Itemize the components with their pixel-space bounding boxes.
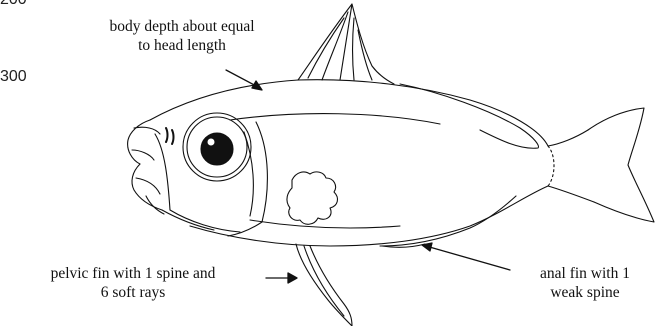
pelvic-fin: [296, 244, 352, 326]
pectoral-fin: [287, 172, 338, 224]
fish-eye: [183, 113, 251, 181]
arrow-anal-fin-head: [422, 243, 432, 251]
dorsal-fin: [298, 4, 394, 84]
fish-head: [128, 120, 268, 236]
arrows: [226, 70, 510, 283]
caudal-fin: [548, 108, 654, 222]
arrow-pelvic-fin-head: [288, 273, 297, 283]
arrow-body-depth-head: [252, 81, 262, 90]
arrow-anal-fin: [426, 246, 510, 270]
